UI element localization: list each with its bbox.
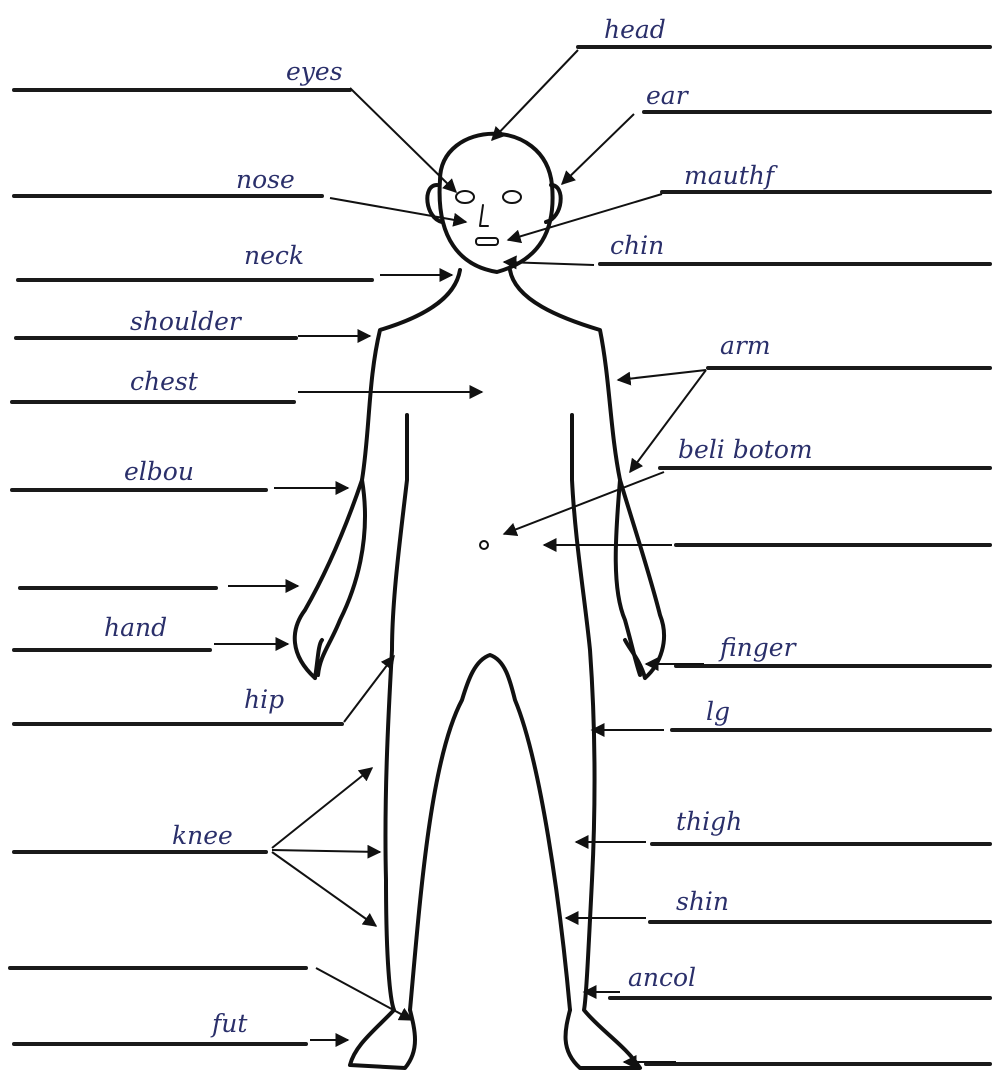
label-ear: ear (646, 81, 690, 110)
body-right-side (510, 270, 664, 1068)
label-chest: chest (130, 367, 199, 396)
arrow-nose (330, 198, 466, 222)
arrow-arm-upper (618, 370, 706, 380)
arrow-belly-button (504, 472, 664, 534)
label-hip: hip (244, 685, 284, 714)
label-mouth: mauthf (684, 161, 778, 190)
label-ankle: ancol (628, 963, 696, 992)
label-shoulder: shoulder (130, 307, 243, 336)
arrow-eyes (350, 88, 456, 192)
label-shin: shin (676, 887, 729, 916)
label-leg: lg (706, 697, 730, 726)
label-nose: nose (236, 165, 295, 194)
label-knee: knee (172, 821, 233, 850)
label-chin: chin (610, 231, 664, 260)
label-thigh: thigh (676, 807, 742, 836)
handwritten-labels: head eyes ear nose mauthf neck chin shou… (104, 15, 813, 1038)
label-foot: fut (210, 1009, 248, 1038)
label-head: head (604, 15, 666, 44)
left-answer-lines (10, 90, 372, 1044)
label-belly-button: beli botom (678, 435, 813, 464)
left-eye (456, 191, 474, 203)
label-eyes: eyes (286, 57, 343, 86)
right-eye (503, 191, 521, 203)
head-outline (440, 134, 553, 272)
arrow-knee-upper (272, 768, 372, 848)
label-elbow: elbou (124, 457, 194, 486)
arrow-ear (562, 114, 634, 184)
navel (480, 541, 488, 549)
right-answer-lines (578, 47, 990, 1064)
label-hand: hand (104, 613, 167, 642)
nose-mark (480, 205, 488, 226)
body-outline (295, 134, 664, 1068)
arrow-knee-lower (272, 852, 376, 926)
mouth-mark (476, 238, 498, 245)
arrow-head (492, 50, 578, 140)
left-hand (318, 480, 365, 675)
label-arm: arm (720, 331, 771, 360)
arrow-knee-middle (272, 850, 380, 852)
arrow-foot-top (316, 968, 412, 1020)
inner-legs (410, 655, 570, 1010)
label-finger: finger (718, 633, 798, 662)
label-neck: neck (244, 241, 304, 270)
arrow-hip (344, 656, 394, 722)
